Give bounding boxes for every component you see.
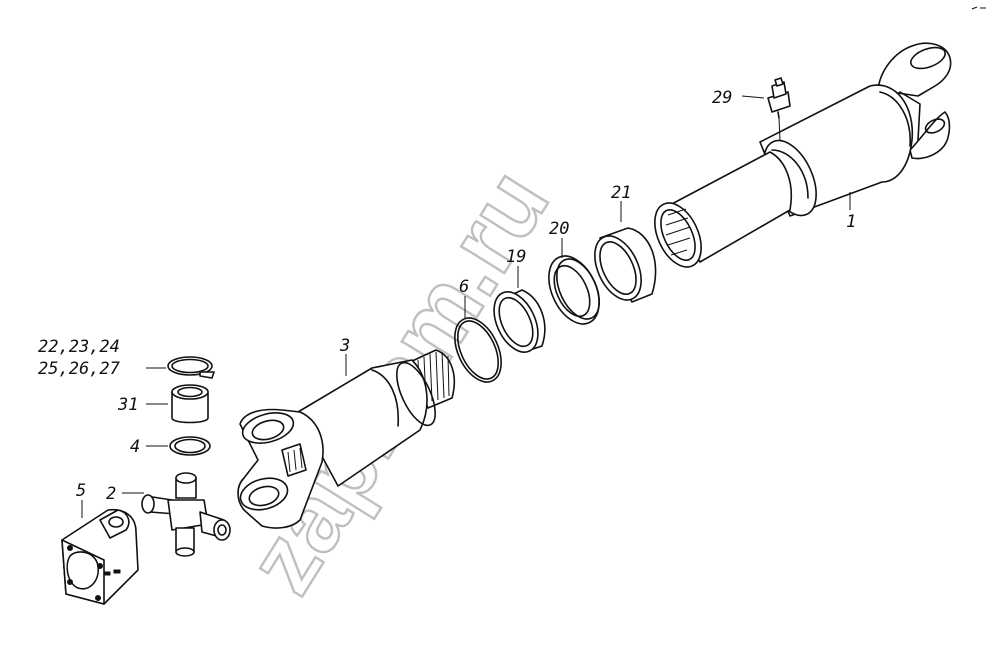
corner-mark bbox=[971, 6, 986, 10]
label-1: 1 bbox=[846, 212, 856, 232]
part-2-universal-joint-cross bbox=[141, 472, 231, 557]
part-6-snap-ring bbox=[454, 317, 502, 383]
part-19-ring bbox=[493, 289, 546, 353]
label-6: 6 bbox=[459, 277, 469, 297]
part-4-seal-ring bbox=[169, 436, 211, 456]
label-22-23-24: 22,23,24 bbox=[38, 337, 120, 357]
label-19: 19 bbox=[506, 247, 526, 267]
label-25-26-27: 25,26,27 bbox=[38, 359, 121, 379]
leader-line-29b bbox=[778, 117, 781, 141]
label-31: 31 bbox=[117, 395, 138, 415]
label-2: 2 bbox=[106, 484, 116, 504]
part-20-seal bbox=[548, 255, 600, 325]
part-31-bearing-cup bbox=[171, 384, 209, 424]
label-4: 4 bbox=[130, 437, 140, 457]
label-29: 29 bbox=[712, 88, 732, 108]
part-1-tube-yoke bbox=[654, 42, 952, 268]
label-3: 3 bbox=[339, 336, 350, 356]
part-29-grease-fitting bbox=[767, 77, 791, 119]
label-5: 5 bbox=[76, 481, 86, 501]
part-5-flange-yoke bbox=[61, 508, 139, 605]
label-20: 20 bbox=[549, 219, 569, 239]
leader-line-29 bbox=[741, 95, 765, 99]
part-21-bushing bbox=[594, 227, 657, 303]
part-22-27-snap-ring bbox=[167, 356, 215, 379]
part-3-shaft-yoke bbox=[237, 349, 456, 529]
label-21: 21 bbox=[611, 183, 631, 203]
